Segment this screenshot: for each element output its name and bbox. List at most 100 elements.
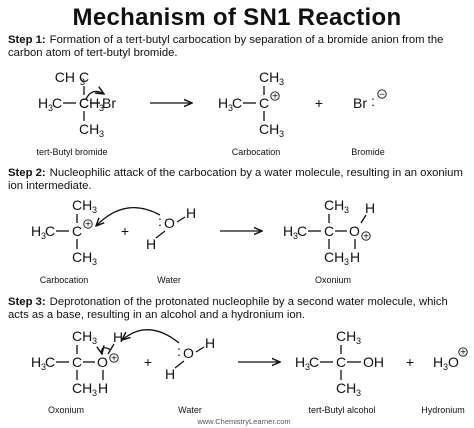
- hydronium-structure: H 3 O +: [433, 347, 468, 372]
- water-structure-2: : O H H: [165, 335, 215, 382]
- atom-o: O: [97, 354, 108, 370]
- positive-charge-icon: [458, 347, 468, 357]
- atom-h: H: [365, 200, 375, 216]
- atom-ch: CH: [79, 95, 99, 111]
- positive-charge-icon: [83, 219, 93, 229]
- atom-c: C: [336, 354, 346, 370]
- atom-br: Br: [353, 95, 367, 111]
- atom-ch: CH: [72, 380, 92, 396]
- caption-tert-butyl-bromide: tert-Butyl bromide: [36, 147, 107, 157]
- atom-ch: CH: [72, 197, 92, 213]
- step-3-label: Step 3:: [8, 296, 46, 308]
- watermark: www.ChemistryLearner.com: [196, 417, 290, 426]
- positive-charge-icon: [361, 231, 371, 241]
- atom-o: O: [164, 215, 175, 231]
- caption-water: Water: [178, 405, 202, 415]
- subscript: 3: [293, 231, 298, 241]
- subscript: 3: [356, 388, 361, 398]
- atom-br: Br: [102, 95, 116, 111]
- atom-ch: CH: [259, 121, 279, 137]
- step-3-description: Deprotonation of the protonated nucleoph…: [8, 296, 448, 321]
- atom-h: H: [205, 335, 215, 351]
- step-3-text: Step 3:Deprotonation of the protonated n…: [8, 296, 464, 322]
- carbocation-structure-2: CH 3 H 3 C C + CH 3: [31, 197, 97, 267]
- caption-oxonium: Oxonium: [48, 405, 84, 415]
- charge-sign: −: [379, 90, 385, 101]
- subscript: 3: [344, 257, 349, 267]
- caption-carbocation: Carbocation: [40, 275, 89, 285]
- subscript: 3: [41, 362, 46, 372]
- atom-h: H: [350, 249, 360, 265]
- atom-c: C: [45, 223, 55, 239]
- atom-c: C: [259, 95, 269, 111]
- subscript: 3: [92, 388, 97, 398]
- nucleophilic-attack-arrow: [96, 207, 161, 226]
- lone-pair: :: [177, 343, 181, 359]
- subscript: 3: [48, 103, 53, 113]
- bromide-structure: Br : −: [353, 89, 387, 111]
- atom-h: H: [186, 205, 196, 221]
- atom-c: C: [324, 223, 334, 239]
- negative-charge-icon: [377, 89, 387, 99]
- step-2-label: Step 2:: [8, 167, 46, 179]
- lone-pair: :: [158, 213, 162, 229]
- electron-arrow: [85, 91, 104, 100]
- atom-h: H: [38, 95, 48, 111]
- bond: [360, 214, 367, 224]
- step-2-text: Step 2:Nucleophilic attack of the carboc…: [8, 167, 464, 193]
- atom-h: H: [31, 354, 41, 370]
- subscript: 3: [99, 129, 104, 139]
- atom-ch: CH: [79, 121, 99, 137]
- subscript: 3: [305, 362, 310, 372]
- atom-ch: CH: [259, 69, 279, 85]
- caption-water: Water: [157, 275, 181, 285]
- positive-charge-icon: [270, 91, 280, 101]
- atom-c: C: [52, 95, 62, 111]
- subscript: 3: [228, 103, 233, 113]
- step-1-label: Step 1:: [8, 34, 46, 46]
- tert-butyl-bromide-structure: C CH 3 CH 3 H 3 C C Br CH 3: [38, 69, 116, 139]
- charge-sign: +: [272, 92, 278, 103]
- bond: [107, 343, 115, 355]
- caption-oxonium: Oxonium: [315, 275, 351, 285]
- charge-sign: +: [363, 232, 369, 243]
- page-title: Mechanism of SN1 Reaction: [72, 4, 402, 31]
- atom-o: O: [448, 354, 459, 370]
- subscript: 3: [92, 336, 97, 346]
- subscript: 3: [356, 336, 361, 346]
- oxonium-structure-2: CH 3 H 3 C C O + H H CH 3: [31, 328, 123, 398]
- atom-h: H: [165, 366, 175, 382]
- bond: [174, 360, 185, 369]
- charge-sign: +: [85, 220, 91, 231]
- atom-c: C: [79, 95, 89, 111]
- bond: [155, 230, 166, 239]
- atom-ch: CH: [324, 249, 344, 265]
- atom-c: C: [309, 354, 319, 370]
- plus-sign: +: [121, 223, 129, 239]
- atom-h: H: [31, 223, 41, 239]
- step-1-text: Step 1:Formation of a tert-butyl carboca…: [8, 34, 464, 60]
- atom-h: H: [113, 329, 123, 345]
- atom-h: H: [295, 354, 305, 370]
- atom-h: H: [146, 236, 156, 252]
- lone-pair: :: [371, 93, 375, 109]
- subscript: 3: [92, 257, 97, 267]
- bond: [195, 346, 205, 353]
- deprotonation-arrow: [122, 329, 180, 344]
- atom-c: C: [79, 69, 89, 85]
- subscript: 3: [443, 362, 448, 372]
- atom-h: H: [433, 354, 443, 370]
- water-structure-1: : O H H: [146, 205, 196, 252]
- atom-c: C: [232, 95, 242, 111]
- caption-tert-butyl-alcohol: tert-Butyl alcohol: [308, 405, 375, 415]
- atom-h: H: [283, 223, 293, 239]
- atom-ch: CH: [72, 328, 92, 344]
- atom-o: O: [183, 345, 194, 361]
- atom-ch: CH: [336, 380, 356, 396]
- atom-ch: CH: [55, 69, 75, 85]
- carbocation-structure-1: CH 3 H 3 C C + CH 3: [218, 69, 284, 139]
- step-1-description: Formation of a tert-butyl carbocation by…: [8, 34, 444, 59]
- atom-c: C: [297, 223, 307, 239]
- subscript: 3: [99, 103, 104, 113]
